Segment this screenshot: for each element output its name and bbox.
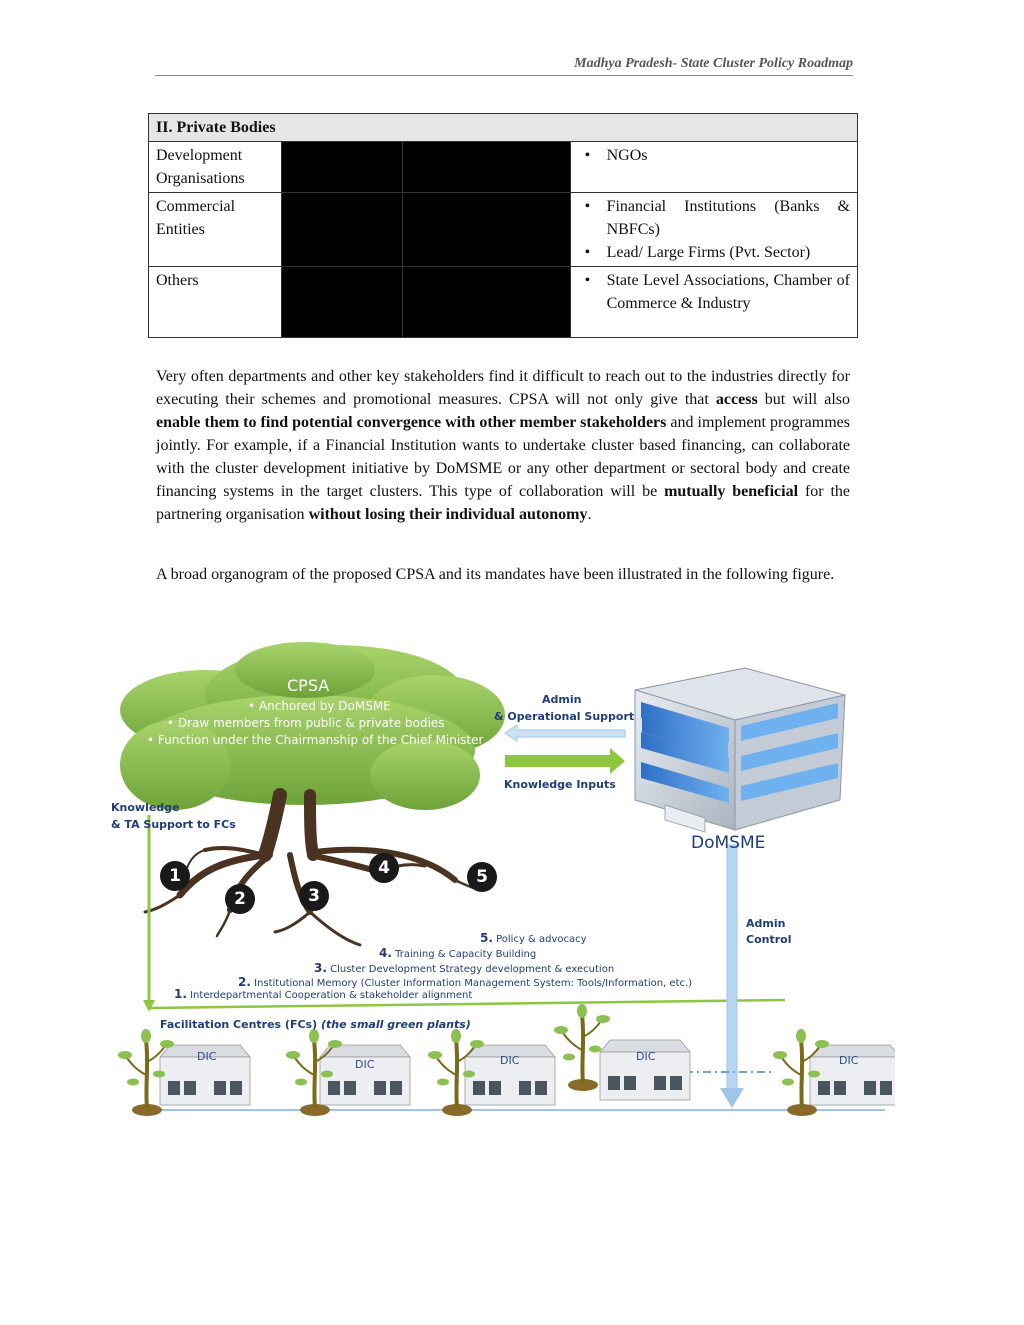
- domsme-label: DoMSME: [691, 833, 766, 853]
- paragraph-organogram-intro: A broad organogram of the proposed CPSA …: [156, 566, 835, 583]
- text-run: for the partnering organisation: [156, 483, 851, 523]
- admin-control-arrow: [720, 844, 744, 1108]
- task-number: 5.: [480, 931, 493, 945]
- fc-note: (the small green plants): [320, 1018, 471, 1031]
- redacted-cell: [402, 266, 571, 338]
- bold-run: enable them to find potential convergenc…: [156, 414, 667, 431]
- knowledge-inputs-label: Knowledge Inputs: [504, 778, 616, 791]
- fc-title: Facilitation Centres (FCs) (the small gr…: [160, 1018, 471, 1031]
- page-header: Madhya Pradesh- State Cluster Policy Roa…: [574, 56, 853, 71]
- redacted-cell: [281, 192, 404, 267]
- admin-support-label-1: Admin: [542, 693, 582, 706]
- cpsa-bullet: • Anchored by DoMSME: [248, 699, 391, 713]
- cpsa-bullet-text: Draw members from public & private bodie…: [177, 716, 445, 730]
- cpsa-bullet-text: Anchored by DoMSME: [258, 699, 391, 713]
- paragraph-convergence: Very often departments and other key sta…: [156, 365, 850, 526]
- header-rule: [155, 75, 853, 76]
- table-heading: II. Private Bodies: [148, 113, 858, 142]
- admin-control-label-1: Admin: [746, 917, 786, 930]
- table-row: Others State Level Associations, Chamber…: [147, 266, 859, 338]
- task-text: Policy & advocacy: [496, 934, 587, 945]
- root-number: 2: [234, 889, 246, 909]
- task-5: 5. Policy & advocacy: [480, 931, 587, 945]
- dic-label: DIC: [355, 1058, 375, 1071]
- task-text: Training & Capacity Building: [395, 949, 537, 960]
- admin-control-label-2: Control: [746, 933, 792, 946]
- text-run: .: [587, 506, 592, 523]
- organogram-graphic: [116, 642, 895, 1118]
- cpsa-bullet: • Draw members from public & private bod…: [167, 716, 445, 730]
- dic-label: DIC: [500, 1054, 520, 1067]
- admin-support-label-2: & Operational Support: [494, 710, 635, 723]
- row-category: Commercial Entities: [147, 192, 283, 267]
- root-number: 1: [169, 866, 181, 886]
- task-number: 4.: [379, 946, 392, 960]
- bold-run: access: [715, 391, 758, 408]
- text-run: Very often departments and other key sta…: [156, 368, 850, 408]
- cpsa-bullet-text: Function under the Chairmanship of the C…: [157, 733, 484, 747]
- row-category: Development Organisations: [147, 141, 283, 193]
- table-row: Commercial Entities Financial Institutio…: [147, 192, 859, 267]
- redacted-cell: [402, 192, 571, 267]
- text-run: and implement programmes jointly. For ex…: [156, 414, 850, 500]
- list-item: Lead/ Large Firms (Pvt. Sector): [585, 241, 850, 264]
- redacted-cell: [281, 141, 404, 193]
- table-row: Development Organisations NGOs: [147, 141, 859, 193]
- dic-label: DIC: [197, 1050, 217, 1063]
- root-badge-1: [160, 861, 190, 891]
- cpsa-organogram: CPSA • Anchored by DoMSME • Draw members…: [105, 640, 895, 1130]
- task-number: 2.: [238, 975, 251, 989]
- row-items: Financial Institutions (Banks & NBFCs) L…: [569, 192, 859, 267]
- admin-support-arrow: [504, 724, 626, 742]
- cpsa-cloud: [120, 642, 505, 810]
- cpsa-title: CPSA: [287, 676, 330, 695]
- task-number: 1.: [174, 987, 187, 1001]
- dic-building-4: [599, 1039, 691, 1101]
- root-number: 5: [476, 867, 488, 887]
- private-bodies-table: II. Private Bodies Development Organisat…: [147, 113, 859, 338]
- redacted-cell: [281, 266, 404, 338]
- knowledge-ta-label-1: Knowledge: [111, 801, 180, 814]
- fc-title-text: Facilitation Centres (FCs): [160, 1018, 318, 1031]
- root-number: 3: [308, 886, 320, 906]
- task-2: 2. Institutional Memory (Cluster Informa…: [238, 975, 692, 989]
- root-badge-5: [467, 862, 497, 892]
- dic-building-2: [319, 1044, 411, 1106]
- root-number: 4: [378, 858, 390, 878]
- row-items: NGOs: [569, 141, 859, 193]
- cpsa-bullet: • Function under the Chairmanship of the…: [147, 733, 484, 747]
- table-heading-row: II. Private Bodies: [148, 113, 858, 142]
- row-items: State Level Associations, Chamber of Com…: [569, 266, 859, 338]
- task-text: Institutional Memory (Cluster Informatio…: [254, 978, 693, 989]
- dic-label: DIC: [636, 1050, 656, 1063]
- task-number: 3.: [314, 961, 327, 975]
- bold-run: mutually beneficial: [664, 483, 799, 500]
- task-text: Cluster Development Strategy development…: [330, 964, 615, 975]
- dic-label: DIC: [839, 1054, 859, 1067]
- list-item: NGOs: [585, 144, 850, 167]
- task-4: 4. Training & Capacity Building: [379, 946, 536, 960]
- knowledge-ta-line: [143, 815, 786, 1012]
- root-badge-2: [225, 884, 255, 914]
- list-item: Financial Institutions (Banks & NBFCs): [585, 195, 850, 241]
- redacted-cell: [402, 141, 571, 193]
- row-category: Others: [147, 266, 283, 338]
- knowledge-ta-label-2: & TA Support to FCs: [111, 818, 236, 831]
- list-item: State Level Associations, Chamber of Com…: [585, 269, 850, 315]
- domsme-building: [634, 667, 846, 833]
- task-3: 3. Cluster Development Strategy developm…: [314, 961, 614, 975]
- root-badge-4: [369, 853, 399, 883]
- knowledge-inputs-arrow: [505, 748, 625, 774]
- root-badge-3: [299, 881, 329, 911]
- text-run: but will also: [757, 391, 851, 408]
- task-1: 1. Interdepartmental Cooperation & stake…: [174, 987, 472, 1001]
- bold-run: without losing their individual autonomy: [308, 506, 588, 523]
- task-text: Interdepartmental Cooperation & stakehol…: [190, 990, 473, 1001]
- root-badges: [160, 853, 497, 914]
